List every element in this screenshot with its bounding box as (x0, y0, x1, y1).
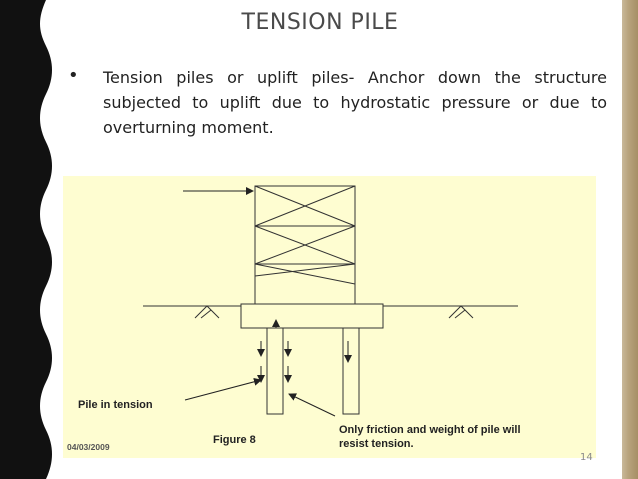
decorative-right-strip (622, 0, 638, 479)
pile-cap (240, 303, 384, 329)
figure-caption: Figure 8 (213, 434, 256, 446)
ground-hatch-left (194, 305, 220, 319)
tension-pile (266, 327, 284, 415)
bullet-marker: • (68, 65, 79, 86)
figure-drawing: Pile in tension Figure 8 04/03/2009 Only… (67, 185, 521, 452)
figure-note-line2: resist tension. (339, 438, 414, 450)
slide-number: 14 (580, 452, 593, 463)
figure-date: 04/03/2009 (67, 442, 110, 452)
compression-pile (342, 327, 360, 415)
label-leader-left (184, 377, 262, 401)
tension-pile-figure: Pile in tension Figure 8 04/03/2009 Only… (63, 176, 596, 458)
slide-title: TENSION PILE (241, 10, 399, 35)
figure-note-line1: Only friction and weight of pile will (339, 424, 521, 436)
tower-frame (254, 185, 356, 305)
label-pile-in-tension: Pile in tension (78, 399, 153, 411)
ground-hatch-right (448, 305, 474, 319)
decorative-left-strip (0, 0, 52, 479)
label-leader-right (288, 393, 336, 417)
bullet-text: Tension piles or uplift piles- Anchor do… (103, 68, 607, 137)
